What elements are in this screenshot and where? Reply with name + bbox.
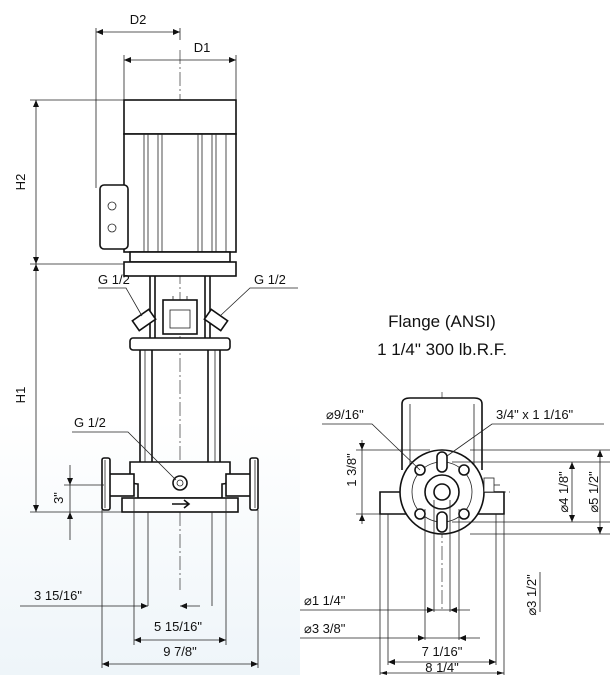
leader-vent-right [219,287,298,317]
dim-h1-label: H1 [13,387,28,404]
pump-flanges [101,457,259,511]
flange-view: Flange (ANSI) 1 1/4" 300 lb.R.F. ⌀9/16" [300,312,610,675]
vent-plug-right-icon [203,308,229,332]
dia-1-1-4-label: ⌀1 1/4" [304,593,346,608]
dim-3in-label: 3" [51,492,66,504]
slot-label: 3/4" x 1 1/16" [496,407,574,422]
leader-drain [72,431,177,481]
drain-label: G 1/2 [74,415,106,430]
inlet-pipe [107,473,135,497]
pump-sleeve [139,350,221,462]
dia-3-3-8-label: ⌀3 3/8" [304,621,346,636]
motor-adapter [123,261,237,277]
bolt-hole-icon [458,508,470,520]
outlet-flange [249,457,259,511]
motor-body [123,133,237,253]
dim-h2-label: H2 [13,174,28,191]
coupling-lantern [131,276,229,340]
dia-5-1-2-label: ⌀5 1/2" [586,471,601,513]
flange-title-line2: 1 1/4" 300 lb.R.F. [377,340,507,359]
flow-arrow-icon [172,499,191,509]
dia-3-1-2-label: ⌀3 1/2" [524,574,539,616]
leader-vent-left [98,287,143,317]
seven-1-16-label: 7 1/16" [422,644,463,659]
slot-icon [436,511,448,533]
motor-top-cap [123,99,237,135]
bolt-hole-icon [458,464,470,476]
bolt-hole-icon [414,508,426,520]
dim-5-15-16-label: 5 15/16" [154,619,202,634]
motor-flange [129,251,231,263]
dim-3-15-16-label: 3 15/16" [34,588,82,603]
height-1-3-8-label: 1 3/8" [344,453,359,487]
dim-9-7-8-label: 9 7/8" [163,644,197,659]
pump-front-view: D2 D1 H2 H1 3" 3 15/16" [13,12,298,668]
vent-right-label: G 1/2 [254,272,286,287]
side-plug-icon [483,477,495,493]
dia-4-1-8-label: ⌀4 1/8" [556,471,571,513]
flange-title-line1: Flange (ANSI) [388,312,496,331]
vent-left-label: G 1/2 [98,272,130,287]
flange-bore [433,483,451,501]
coupling-guard [162,299,198,335]
vent-plug-left-icon [131,308,157,332]
eight-1-4-label: 8 1/4" [425,660,459,675]
inlet-flange [101,457,111,511]
drain-plug-icon [172,475,188,491]
outlet-pipe [225,473,253,497]
dim-d2-label: D2 [130,12,147,27]
base-plate [121,497,239,513]
bolt-hole-label: ⌀9/16" [326,407,364,422]
slot-icon [436,451,448,473]
terminal-box [99,184,129,250]
upper-chamber [129,337,231,351]
motor [99,99,237,277]
flange-column [401,397,483,470]
dim-d1-label: D1 [194,40,211,55]
